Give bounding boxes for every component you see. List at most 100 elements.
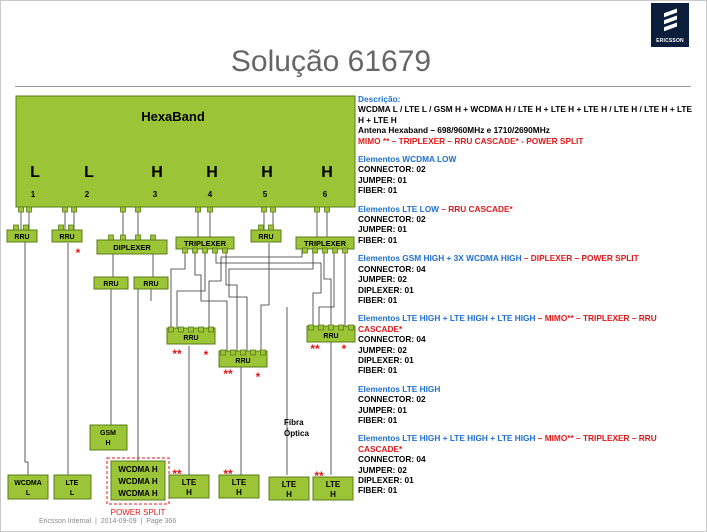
rru-port-square	[240, 349, 246, 356]
triplexer-label: TRIPLEXER	[184, 239, 227, 248]
footer-company: Ericsson Internal	[39, 518, 92, 525]
logo-text: ERICSSON	[656, 38, 684, 44]
gsm-h-box	[89, 424, 128, 451]
element-line: JUMPER: 01	[358, 174, 407, 185]
port-number: 6	[323, 190, 328, 199]
wcdma-h-label: WCDMA H	[118, 489, 157, 498]
triplexer-port-square	[212, 247, 218, 254]
fibra-label: Fibra	[284, 418, 304, 427]
wcdma-label: L	[26, 490, 31, 497]
antenna-port-square	[71, 206, 77, 213]
title-divider	[15, 86, 691, 87]
rru-label: RRU	[235, 358, 250, 365]
footer: Ericsson Internal | 2014-09-09 | Page 36…	[39, 518, 176, 525]
element-line: CONNECTOR: 02	[358, 394, 426, 405]
rru-port-square	[198, 326, 204, 333]
band-label: H	[206, 164, 218, 181]
element-line: CONNECTOR: 04	[358, 334, 426, 345]
description-heading: Descrição:	[358, 94, 401, 104]
antenna-port-square	[314, 206, 320, 213]
rru-port-square	[178, 326, 184, 333]
rru-label: RRU	[258, 234, 273, 241]
rru-port-square	[268, 224, 274, 231]
jumper-line	[170, 249, 186, 328]
rru-label: RRU	[14, 234, 29, 241]
rru-label: RRU	[183, 335, 198, 342]
rru-port-square	[208, 326, 214, 333]
triplexer-label: TRIPLEXER	[304, 239, 347, 248]
footer-separator: |	[140, 518, 143, 525]
element-line: FIBER: 01	[358, 365, 398, 376]
elements-heading: Elementos WCDMA LOW	[358, 154, 457, 165]
lte-h-box	[268, 476, 310, 501]
rru-port-square	[250, 349, 256, 356]
double-star: **	[310, 342, 320, 356]
antenna-port-square	[135, 206, 141, 213]
elements-block: Elementos LTE LOW – RRU CASCADE* CONNECT…	[358, 204, 700, 246]
description-line: Antena Hexaband – 698/960MHz e 1710/2690…	[358, 125, 550, 136]
rru-label: RRU	[59, 234, 74, 241]
rru-box	[250, 229, 282, 243]
port-number: 1	[31, 190, 36, 199]
elements-block: Elementos LTE HIGH + LTE HIGH + LTE HIGH…	[358, 433, 700, 495]
diplexer-label: DIPLEXER	[113, 243, 151, 252]
band-label: H	[151, 164, 163, 181]
antenna-name: HexaBand	[141, 109, 205, 124]
gsm-label: H	[105, 440, 110, 447]
triplexer-port-square	[342, 247, 348, 254]
element-line: FIBER: 01	[358, 294, 398, 305]
port-number: 2	[85, 190, 90, 199]
elements-suffix: – MIMO** – TRIPLEXER – RRU CASCADE*	[358, 433, 657, 454]
triplexer-port-square	[222, 247, 228, 254]
rru-port-square	[58, 224, 64, 231]
lte-label: LTE	[232, 478, 247, 487]
element-line: CONNECTOR: 04	[358, 454, 426, 465]
triplexer-port-square	[192, 247, 198, 254]
elements-heading: Elementos GSM HIGH + 3X WCDMA HIGH	[358, 253, 522, 264]
description-red-line: MIMO ** – TRIPLEXER – RRU CASCADE* - POW…	[358, 135, 584, 146]
lte-l-box	[53, 474, 92, 500]
single-star: *	[76, 246, 81, 260]
hexaband-antenna	[15, 95, 356, 208]
jumper-line	[318, 249, 335, 326]
rru-box	[93, 276, 129, 290]
rru-port-square	[338, 324, 344, 331]
rru-box	[133, 276, 169, 290]
element-line: JUMPER: 01	[358, 224, 407, 235]
rru-port-square	[168, 326, 174, 333]
gsm-label: GSM	[100, 430, 116, 437]
rru-port-square	[13, 224, 19, 231]
antenna-port-square	[207, 206, 213, 213]
element-line: JUMPER: 02	[358, 464, 407, 475]
antenna-port-square	[324, 206, 330, 213]
element-line: FIBER: 01	[358, 414, 398, 425]
jumper-line	[225, 249, 238, 351]
triplexer-port-square	[202, 247, 208, 254]
fiber-line	[24, 242, 29, 475]
power-split-label: POWER SPLIT	[111, 508, 166, 517]
rru-label: RRU	[143, 281, 158, 288]
wcdma-h-label: WCDMA H	[118, 477, 157, 486]
element-line: JUMPER: 02	[358, 274, 407, 285]
rru-box	[6, 229, 38, 243]
rru-label: RRU	[103, 281, 118, 288]
description-panel: Descrição: WCDMA L / LTE L / GSM H + WCD…	[358, 94, 700, 504]
antenna-port-square	[270, 206, 276, 213]
elements-suffix: – RRU CASCADE*	[438, 203, 513, 214]
element-line: FIBER: 01	[358, 185, 398, 196]
elements-heading: Elementos LTE HIGH + LTE HIGH + LTE HIGH	[358, 313, 536, 324]
triplexer-port-square	[182, 247, 188, 254]
diplexer-port-square	[120, 234, 126, 241]
double-star: **	[223, 467, 233, 481]
single-star: *	[342, 342, 347, 356]
antenna-port-square	[120, 206, 126, 213]
element-line: DIPLEXER: 01	[358, 354, 414, 365]
rru-port-square	[328, 324, 334, 331]
port-number: 4	[208, 190, 213, 199]
single-star: *	[256, 370, 261, 384]
lte-h-box	[168, 474, 210, 499]
wcdma-h-label: WCDMA H	[118, 465, 157, 474]
jumper-line	[176, 249, 206, 328]
ericsson-logo-icon	[664, 8, 677, 32]
